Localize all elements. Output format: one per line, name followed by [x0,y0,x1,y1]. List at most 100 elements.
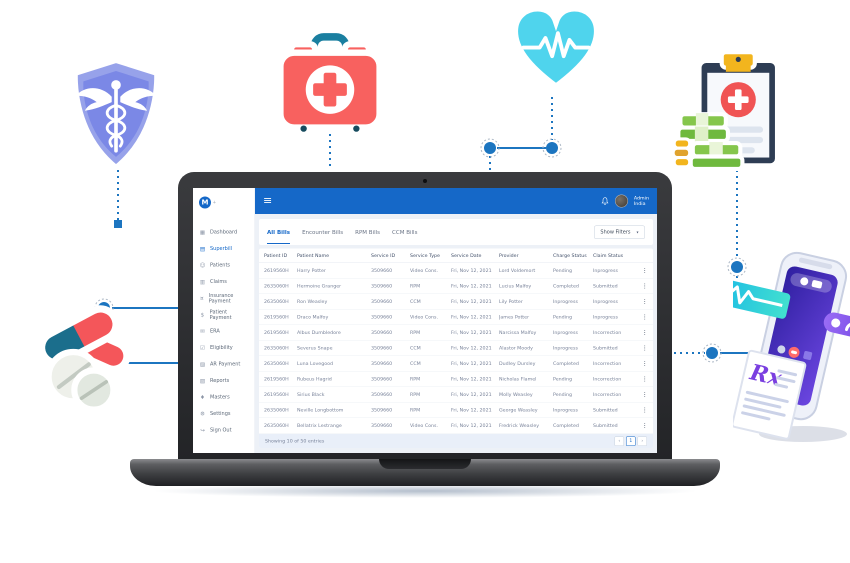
sidebar-item-label: Superbill [210,246,232,252]
table-cell: Dudley Dursley [499,360,536,367]
table-cell: 2635060H [264,360,289,367]
row-actions-kebab-icon[interactable]: ⋮ [641,297,649,306]
era-icon: ✉ [200,328,205,335]
table-cell: RPM [410,329,421,336]
sidebar-item-label: Claims [210,279,227,285]
sidebar-item-patients[interactable]: ☺Patients [193,257,255,274]
table-cell: 2619560H [264,391,289,398]
table-cell: 3509660 [371,345,393,351]
table-cell: CCM [410,298,421,305]
tab-ccm-bills[interactable]: CCM Bills [392,229,418,236]
sidebar-item-label: Reports [210,378,230,384]
row-actions-kebab-icon[interactable]: ⋮ [641,313,649,321]
dashboard-icon: ▦ [199,229,206,236]
sidebar-item-masters[interactable]: ♦Masters [193,389,255,406]
money-stacks [676,112,745,171]
sidebar-item-ar-payment[interactable]: ▨AR Payment [193,356,255,373]
laptop-screen: M + ▦Dashboard ▤ Superbill ☺Patients▥Claims… [193,188,657,453]
row-actions-kebab-icon[interactable]: ⋮ [641,375,649,383]
table-cell: Submitted [593,407,618,413]
sidebar-item-superbill[interactable]: ▤ Superbill [193,241,255,258]
table-cell: Completed [553,422,579,429]
show-filters-button[interactable]: Show Filters ▾ [593,225,645,239]
tab-all-bills[interactable]: All Bills [267,220,291,244]
sidebar-item-settings[interactable]: ⚙Settings [193,406,255,423]
page-number-button[interactable]: 1 [626,436,636,446]
column-header-service-id: Service ID [371,252,396,259]
tab-rpm-bills[interactable]: RPM Bills [355,229,381,236]
sidebar-item-insurance-payment[interactable]: ¤ Insurance Payment [193,290,255,307]
column-header-service-type: Service Type [410,252,440,259]
admin-name[interactable]: Admin India [634,195,649,206]
insurance-payment-icon: ¤ [200,295,204,302]
sidebar-item-era[interactable]: ✉ERA [193,323,255,340]
patients-icon: ☺ [199,262,206,269]
row-actions-kebab-icon[interactable]: ⋮ [641,390,649,399]
table-cell: Incorrection [593,391,622,398]
row-actions-kebab-icon[interactable]: ⋮ [641,266,649,275]
sidebar-item-label: Insurance Payment [208,292,234,304]
hamburger-menu-icon[interactable]: ≡ [263,194,273,207]
row-actions-kebab-icon[interactable]: ⋮ [641,359,649,368]
entries-summary: Showing 10 of 50 entries [265,438,325,444]
table-cell: Sirius Black [297,391,325,398]
table-cell: Fri, Nov 12, 2021 [451,360,492,367]
app-logo[interactable]: M + [193,188,255,217]
table-cell: 3509660 [371,314,393,320]
superbill-icon: ▤ [199,245,206,253]
laptop-base [130,459,720,486]
sidebar-item-sign-out[interactable]: ↪Sign Out [193,422,255,439]
table-cell: Inprogress [553,298,578,305]
table-cell: 3509660 [371,360,393,367]
sidebar: M + ▦Dashboard ▤ Superbill ☺Patients▥Claims… [193,188,255,453]
table-cell: Inprogress [593,314,618,320]
table-cell: 3509660 [371,283,393,289]
tab-encounter-bills[interactable]: Encounter Bills [302,229,344,236]
laptop-notch [379,459,471,469]
call-controls-row [777,345,813,360]
table-cell: Fri, Nov 12, 2021 [451,314,492,320]
sign-out-icon: ↪ [200,427,205,434]
table-cell: 3509660 [371,298,393,305]
table-cell: 2635060H [264,283,289,289]
table-cell: Bellatrix Lestrange [297,422,342,429]
eligibility-icon: ☑ [200,344,205,352]
notification-bell-icon[interactable] [601,197,609,206]
row-actions-kebab-icon[interactable]: ⋮ [641,421,649,430]
table-cell: Lucius Malfoy [499,283,532,289]
sidebar-item-claims[interactable]: ▥Claims [193,274,255,291]
sidebar-item-label: AR Payment [210,361,241,368]
row-actions-kebab-icon[interactable]: ⋮ [641,328,649,337]
table-cell: Fri, Nov 12, 2021 [451,407,492,413]
table-cell: Neville Longbottom [297,407,344,413]
ecg-ribbon [733,276,791,319]
sidebar-item-eligibility[interactable]: ☑ Eligibility [193,340,255,357]
sidebar-item-dashboard[interactable]: ▦Dashboard [193,224,255,241]
table-cell: Fri, Nov 12, 2021 [451,283,492,289]
row-actions-kebab-icon[interactable]: ⋮ [641,344,649,352]
prev-page-button[interactable]: ‹ [614,436,624,446]
sidebar-item-patient-payment[interactable]: $Patient Payment [193,307,255,324]
table-cell: RPM [410,283,421,289]
sidebar-item-label: Eligibility [210,345,233,351]
next-page-button[interactable]: › [637,436,647,446]
row-actions-kebab-icon[interactable]: ⋮ [641,282,649,290]
table-cell: 3509660 [371,407,393,413]
sidebar-item-reports[interactable]: ▧Reports [193,373,255,390]
user-avatar[interactable] [614,194,628,208]
row-actions-kebab-icon[interactable]: ⋮ [641,406,649,414]
